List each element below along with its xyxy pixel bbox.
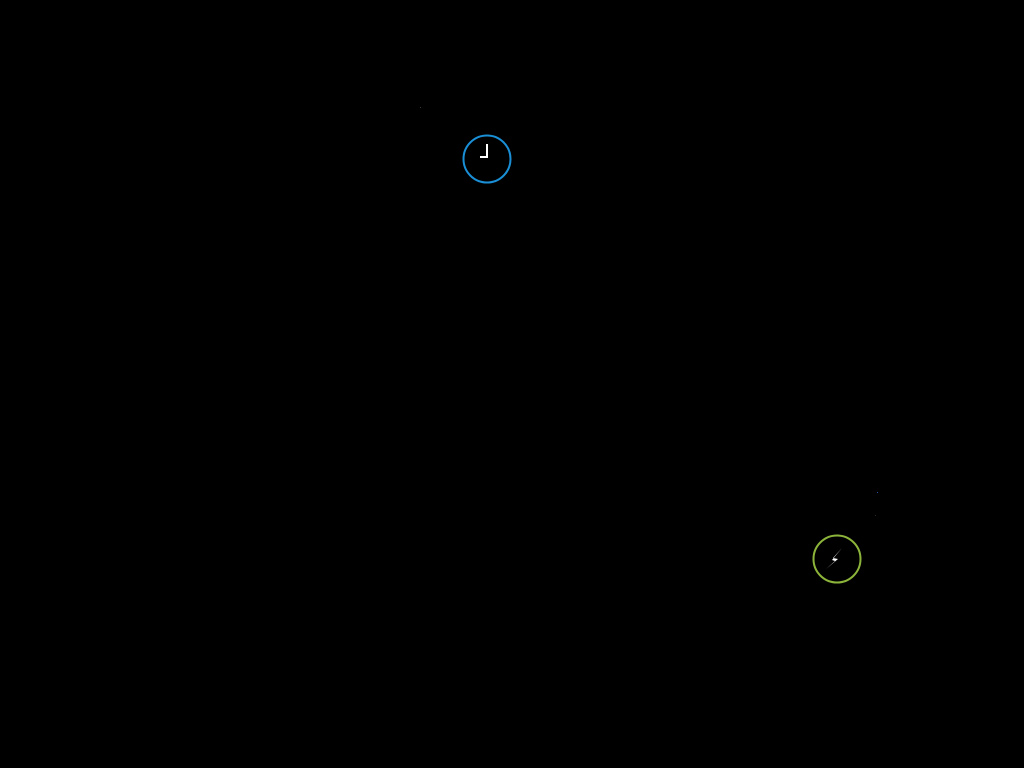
star-speck bbox=[875, 515, 876, 516]
clock-icon bbox=[462, 134, 512, 184]
star-speck bbox=[877, 492, 878, 493]
lightning-powerup[interactable] bbox=[811, 533, 863, 585]
clock-powerup[interactable] bbox=[461, 133, 513, 185]
star-speck bbox=[420, 107, 421, 108]
lightning-bolt-icon bbox=[812, 534, 862, 584]
